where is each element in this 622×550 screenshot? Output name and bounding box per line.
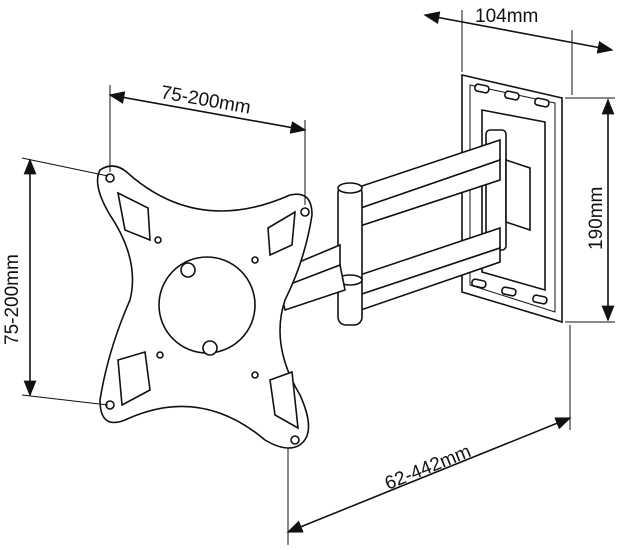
vesa-plate [96,165,313,449]
dimension-wall-plate-height: 190mm [565,97,615,323]
label-vesa-vertical: 75-200mm [2,254,23,345]
label-vesa-horizontal: 75-200mm [159,82,252,118]
swing-arms [279,138,501,326]
label-104mm: 104mm [475,6,538,27]
dimension-vesa-vertical: 75-200mm [2,157,109,406]
label-extension-range: 62-442mm [382,441,474,494]
label-190mm: 190mm [586,187,607,250]
wall-plate [461,73,563,324]
dimension-extension-range: 62-442mm [286,325,572,545]
dimension-wall-plate-width: 104mm [423,6,614,95]
